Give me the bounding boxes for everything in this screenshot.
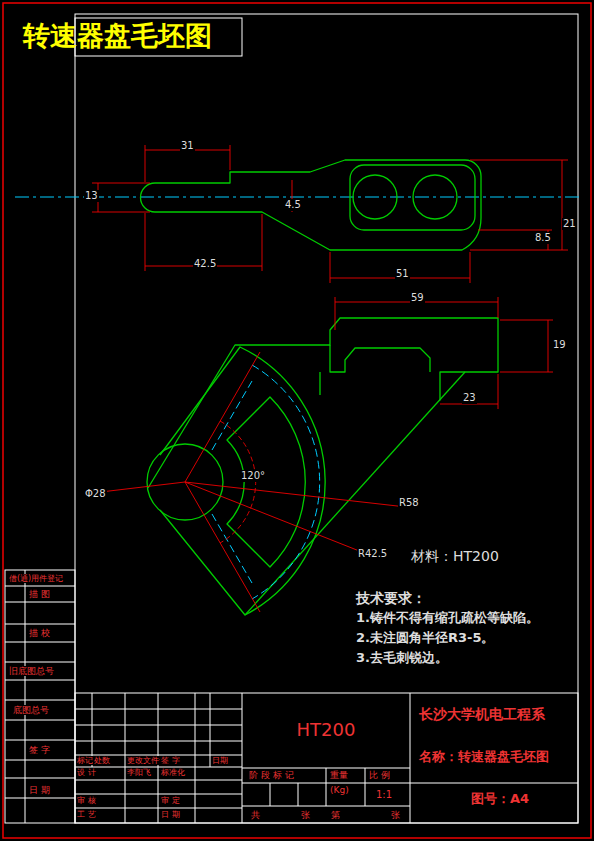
dimension-text: 13 xyxy=(84,190,99,202)
dimension-text: Φ28 xyxy=(84,488,107,500)
title-block-text: (Kg) xyxy=(329,785,350,795)
title-block-text: 描 图 xyxy=(28,589,51,599)
title-block-text: 阶 段 标 记 xyxy=(248,770,295,780)
title-block-text: 审 核 xyxy=(76,796,97,805)
title-block-text: 名称：转速器盘毛坯图 xyxy=(418,750,550,765)
title-block-text: 设 计 xyxy=(76,768,97,777)
dimension-text: R42.5 xyxy=(357,548,388,560)
dimension-text: 23 xyxy=(462,392,477,404)
dimension-text: 31 xyxy=(180,140,195,152)
dimension-text: 4.5 xyxy=(284,199,302,211)
title-block-text: 张 xyxy=(300,810,311,820)
title-block-text: 审 定 xyxy=(160,796,181,805)
title-block-text: 工 艺 xyxy=(76,810,97,819)
title-block-text: 比 例 xyxy=(368,770,391,780)
title-block-text: 长沙大学机电工程系 xyxy=(418,706,552,722)
title-block-text: 描 校 xyxy=(28,628,51,638)
title-block-text: 1:1 xyxy=(375,789,393,801)
dimension-text: 59 xyxy=(410,292,425,304)
note-text: 技术要求： xyxy=(355,590,427,606)
note-text: 2.未注圆角半径R3-5。 xyxy=(355,631,495,646)
title-block-text: 日 期 xyxy=(160,810,181,819)
title-block-text: 签 字 xyxy=(160,756,181,765)
title-block-text: HT200 xyxy=(296,720,357,741)
title-block-text: 标记 xyxy=(76,756,94,765)
dimension-text: 42.5 xyxy=(193,258,217,270)
title-block-text: 日期 xyxy=(211,756,229,765)
title-block-text: 共 xyxy=(250,810,261,820)
dimension-text: 120° xyxy=(240,470,266,482)
title-block-text: 标准化 xyxy=(160,768,186,777)
note-text: 1.铸件不得有缩孔疏松等缺陷。 xyxy=(355,611,540,626)
title-block-text: 底图总号 xyxy=(12,705,50,715)
dimension-text: 19 xyxy=(552,339,567,351)
title-block-text: 图号：A4 xyxy=(470,792,530,807)
dimension-text: 51 xyxy=(395,268,410,280)
note-text: 材料：HT200 xyxy=(410,548,500,564)
title-block-text: 第 xyxy=(330,810,341,820)
dimension-text: 21 xyxy=(562,218,577,230)
title-block-text: 李阳飞 xyxy=(126,768,152,777)
title-block-text: 日 期 xyxy=(28,785,51,795)
sheet-title: 转速器盘毛坯图 xyxy=(22,20,213,51)
dimension-text: 8.5 xyxy=(534,232,552,244)
title-block-text: 重量 xyxy=(329,770,349,780)
title-block-text: 签 字 xyxy=(28,745,51,755)
title-block-text: 旧底图总号 xyxy=(8,666,55,676)
title-block-text: 处数 xyxy=(93,756,111,765)
title-block-text: 借(通)用件登记 xyxy=(8,574,64,583)
dimension-text: R58 xyxy=(398,497,420,509)
title-block-text: 张 xyxy=(390,810,401,820)
note-text: 3.去毛刺锐边。 xyxy=(355,651,449,666)
